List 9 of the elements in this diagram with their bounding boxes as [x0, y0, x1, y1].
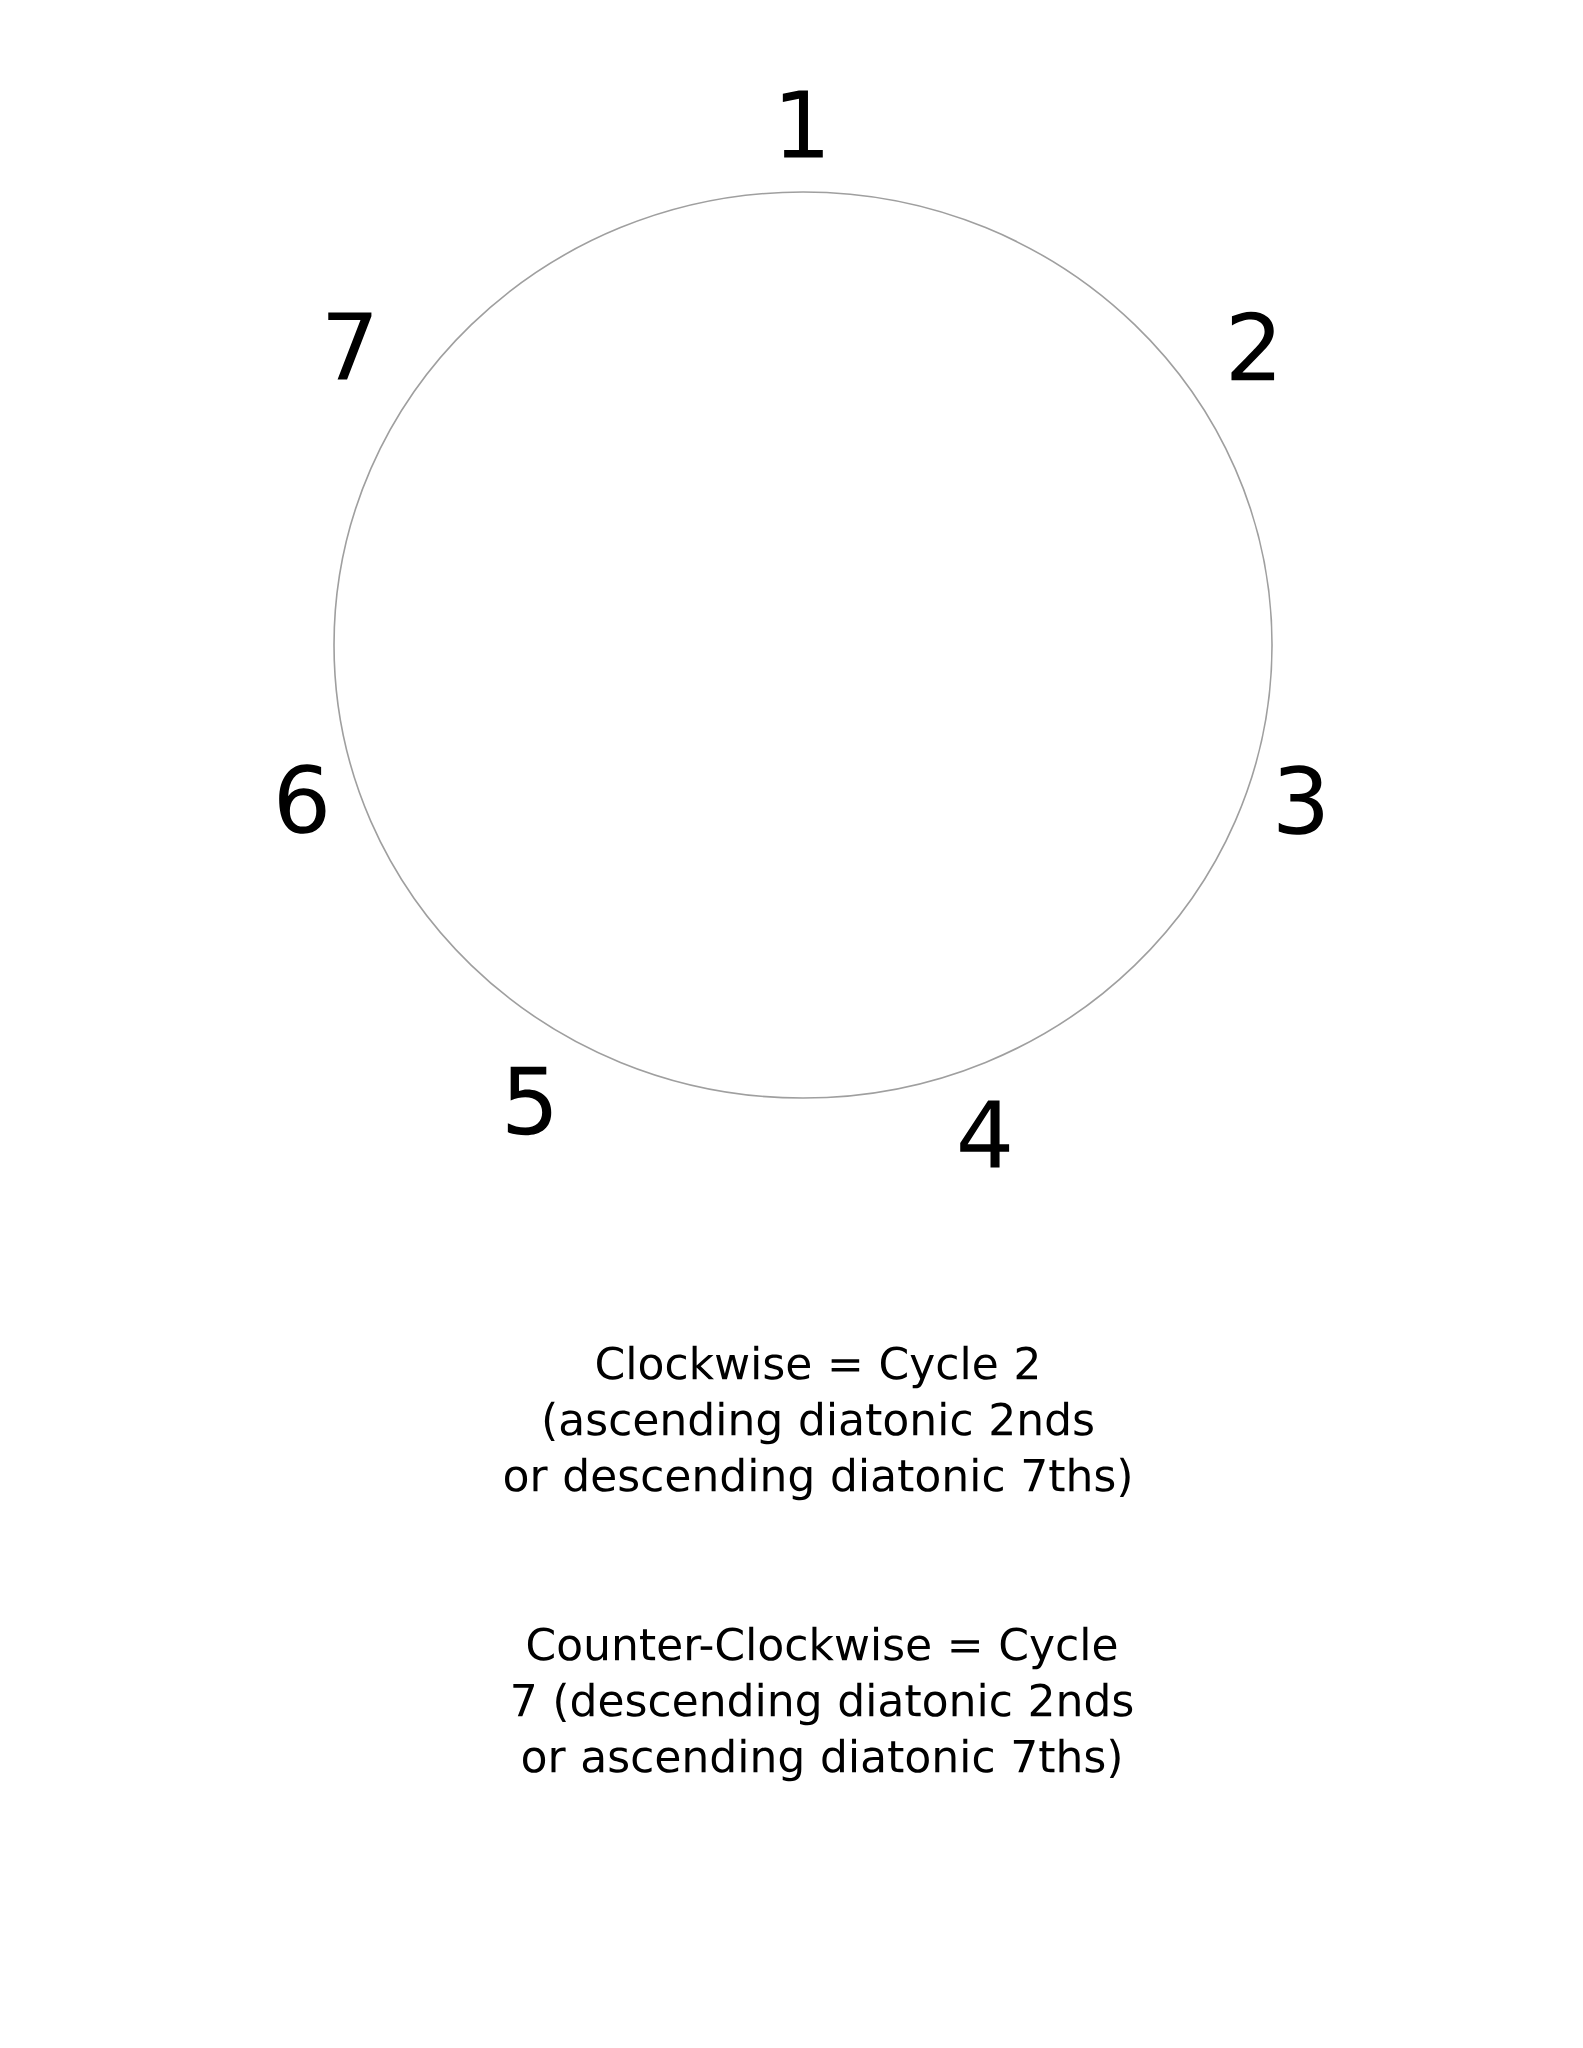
number-label: 5	[507, 1066, 552, 1136]
caption-text: Clockwise = Cycle 2 (ascending diatonic 2nds or descending diatonic 7ths)	[505, 1345, 1130, 1501]
number-label: 2	[1231, 311, 1275, 381]
number-label: 7	[328, 312, 372, 380]
number-label: 6	[279, 764, 326, 834]
number-label: 1	[782, 90, 823, 158]
caption-text: Counter-Clockwise = Cycle 7 (descending diatonic 2nds or ascending diatonic 7ths)	[513, 1626, 1133, 1782]
number-label: 4	[960, 1100, 1010, 1168]
number-label: 3	[1278, 765, 1323, 835]
